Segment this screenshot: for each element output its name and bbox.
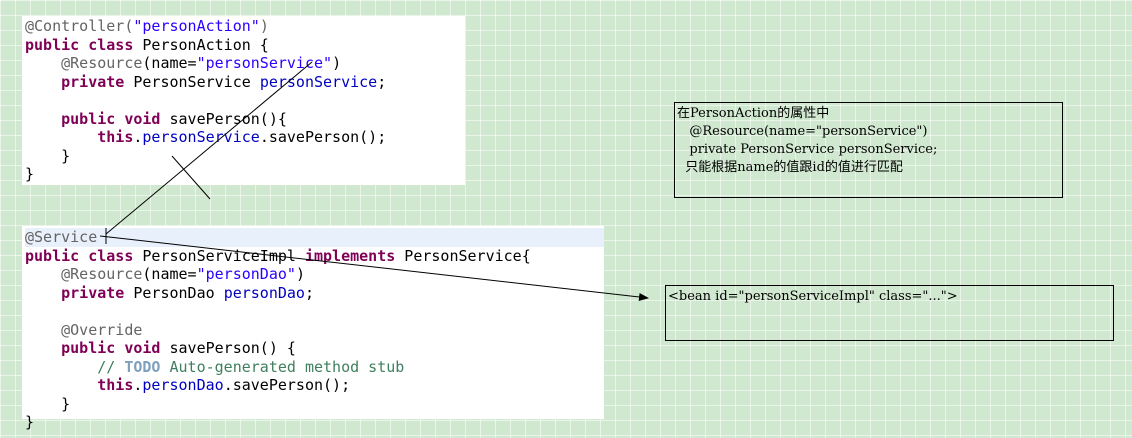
bean-definition-note: <bean id="personServiceImpl" class="..."… (665, 285, 1114, 341)
string-token: "personDao" (196, 265, 296, 283)
keyword-token: private (61, 72, 125, 91)
code-token: PersonAction { (133, 35, 269, 54)
code-line: this.personService.savePerson(); (25, 128, 465, 147)
field-token: personService (259, 72, 378, 91)
code-token: ; (304, 283, 314, 302)
code-token (25, 73, 61, 91)
keyword-token: private (61, 283, 125, 302)
resource-matching-note: 在PersonAction的属性中 @Resource(name="person… (674, 102, 1063, 198)
code-line: @Resource(name="personDao") (25, 265, 604, 284)
code-token: PersonService (124, 72, 260, 91)
keyword-token: public void (61, 109, 161, 128)
person-action-code-panel: @Controller("personAction")public class … (22, 16, 465, 185)
code-line: @Controller("personAction") (25, 17, 465, 36)
string-token: "personAction" (133, 17, 260, 35)
code-line (25, 91, 465, 110)
comment-token: // (97, 357, 125, 376)
code-token (25, 265, 61, 283)
code-line: private PersonDao personDao; (25, 284, 604, 303)
code-token: } (25, 165, 35, 183)
code-line: } (25, 395, 604, 414)
code-token: (name= (142, 54, 197, 72)
field-token: personDao (142, 376, 224, 394)
code-line: } (25, 413, 604, 432)
keyword-token: public class (25, 246, 134, 265)
code-token: ) (332, 54, 342, 72)
code-line: public void savePerson(){ (25, 110, 465, 129)
code-token: .savePerson(); (223, 376, 351, 394)
bean-definition-text: <bean id="personServiceImpl" class="..."… (668, 289, 958, 304)
field-token: personService (142, 128, 260, 146)
code-token: } (25, 394, 71, 413)
todo-token: TODO (124, 357, 161, 376)
code-token (25, 284, 61, 302)
code-line: public void savePerson() { (25, 339, 604, 358)
annotation-token: ) (259, 17, 269, 35)
code-line: @Resource(name="personService") (25, 54, 465, 73)
code-token: . (133, 376, 143, 394)
annotation-token: @Service (25, 228, 98, 246)
comment-token: Auto-generated method stub (160, 357, 405, 376)
code-line: // TODO Auto-generated method stub (25, 358, 604, 377)
annotation-token: @Controller( (25, 17, 134, 35)
code-token: } (25, 146, 71, 165)
annotation-token: @Resource (61, 265, 143, 283)
code-token: PersonService{ (395, 246, 531, 265)
annotation-token: @Override (61, 320, 143, 339)
note-line: @Resource(name="personService") (677, 124, 928, 139)
string-token: "personService" (196, 54, 333, 72)
code-token: .savePerson(); (259, 128, 387, 146)
keyword-token: this (97, 128, 134, 146)
field-token: personDao (223, 283, 305, 302)
code-token (25, 321, 61, 339)
code-token (25, 128, 97, 146)
note-line: private PersonService personService; (677, 142, 938, 157)
keyword-token: implements (304, 246, 396, 265)
code-line: public class PersonServiceImpl implement… (25, 247, 604, 266)
code-line: public class PersonAction { (25, 36, 465, 55)
code-line (25, 302, 604, 321)
code-line: @Override (25, 321, 604, 340)
code-token: PersonDao (124, 283, 224, 302)
code-token: savePerson(){ (160, 109, 287, 128)
code-line: @Service (25, 228, 604, 247)
keyword-token: public void (61, 339, 161, 357)
code-token: ; (377, 72, 387, 91)
code-token (25, 358, 97, 376)
code-token: (name= (142, 265, 197, 283)
code-token: } (25, 413, 35, 431)
code-token: savePerson() { (160, 339, 296, 357)
code-token (25, 339, 61, 357)
keyword-token: public class (25, 35, 134, 54)
code-token (25, 54, 61, 72)
code-token: PersonServiceImpl (133, 246, 305, 265)
note-line: 在PersonAction的属性中 (677, 106, 830, 121)
keyword-token: this (97, 376, 134, 394)
code-token (25, 110, 61, 128)
note-line: 只能根据name的值跟id的值进行匹配 (677, 160, 903, 175)
code-line: } (25, 165, 465, 184)
code-line: private PersonService personService; (25, 73, 465, 92)
code-token (25, 376, 97, 394)
code-token: ) (295, 265, 305, 283)
code-line: this.personDao.savePerson(); (25, 376, 604, 395)
annotation-token: @Resource (61, 54, 143, 72)
code-line: } (25, 147, 465, 166)
